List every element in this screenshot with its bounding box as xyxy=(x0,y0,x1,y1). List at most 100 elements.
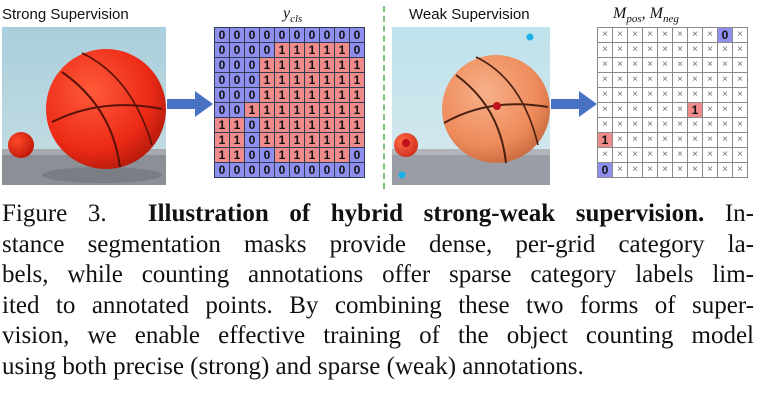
caption-line-4: ited to annotated points. By combining t… xyxy=(2,291,754,319)
caption-line-3: bels, while counting annotations offer s… xyxy=(2,261,754,288)
ycls-grid-cell: 0 xyxy=(335,28,350,43)
mask-grid-cell: × xyxy=(628,43,643,58)
ycls-grid-cell: 1 xyxy=(320,103,335,118)
mask-grid-cell: × xyxy=(628,163,643,178)
caption-line-1: Figure 3. Illustration of hybrid strong-… xyxy=(2,199,754,230)
mask-grid-cell: × xyxy=(613,28,628,43)
ycls-grid-cell: 0 xyxy=(290,163,305,178)
ycls-grid-cell: 1 xyxy=(305,58,320,73)
ycls-grid-cell: 0 xyxy=(275,28,290,43)
ycls-grid-cell: 1 xyxy=(275,118,290,133)
mask-grid-cell: × xyxy=(733,73,748,88)
ycls-grid-cell: 0 xyxy=(245,163,260,178)
ycls-grid-cell: 0 xyxy=(230,88,245,103)
weak-basketball-photo xyxy=(392,27,550,185)
arrow-shape xyxy=(167,91,213,117)
ycls-grid-cell: 0 xyxy=(230,43,245,58)
ycls-grid-cell: 0 xyxy=(275,163,290,178)
mask-grid-cell: × xyxy=(628,118,643,133)
ycls-grid-cell: 0 xyxy=(215,103,230,118)
ycls-grid-cell: 1 xyxy=(350,58,365,73)
ycls-grid-cell: 1 xyxy=(305,118,320,133)
mask-grid-cell: × xyxy=(703,28,718,43)
ycls-grid-cell: 1 xyxy=(350,103,365,118)
ycls-grid-cell: 0 xyxy=(230,28,245,43)
mask-grid-cell: × xyxy=(613,73,628,88)
ycls-grid-cell: 1 xyxy=(320,43,335,58)
figure-label: Figure 3. xyxy=(2,200,107,227)
mask-grid-cell: × xyxy=(658,28,673,43)
mask-grid-cell: × xyxy=(628,103,643,118)
mask-grid-cell: × xyxy=(688,73,703,88)
mask-grid-cell: × xyxy=(658,163,673,178)
ycls-grid-cell: 1 xyxy=(260,133,275,148)
ycls-grid-cell: 1 xyxy=(275,103,290,118)
ycls-grid-cell: 0 xyxy=(260,43,275,58)
ycls-symbol: y xyxy=(283,5,291,22)
ycls-grid-cell: 1 xyxy=(350,118,365,133)
ycls-grid-cell: 1 xyxy=(245,103,260,118)
ycls-grid-cell: 1 xyxy=(215,118,230,133)
mask-grid-cell: × xyxy=(613,133,628,148)
mask-grid-cell: × xyxy=(703,58,718,73)
mask-grid-cell: × xyxy=(718,118,733,133)
ycls-grid-cell: 1 xyxy=(275,88,290,103)
mask-grid-cell: × xyxy=(658,133,673,148)
ycls-grid-cell: 1 xyxy=(335,58,350,73)
mask-grid-cell: × xyxy=(673,118,688,133)
ycls-grid-cell: 0 xyxy=(245,88,260,103)
ycls-grid-cell: 0 xyxy=(350,163,365,178)
mask-grid-cell: × xyxy=(598,118,613,133)
ycls-grid-cell: 1 xyxy=(335,73,350,88)
arrow-right-icon-2 xyxy=(551,91,597,117)
mask-grid-cell: × xyxy=(703,148,718,163)
mask-grid-cell: × xyxy=(673,58,688,73)
ycls-grid-cell: 1 xyxy=(275,58,290,73)
ycls-grid-cell: 1 xyxy=(305,103,320,118)
mask-grid-cell: × xyxy=(703,118,718,133)
mask-grid-cell: × xyxy=(628,88,643,103)
mask-grid-cell: × xyxy=(598,58,613,73)
strong-basketball-photo xyxy=(2,27,166,185)
ycls-grid-cell: 1 xyxy=(260,118,275,133)
weak-supervision-title: Weak Supervision xyxy=(409,6,530,23)
ycls-grid-cell: 1 xyxy=(275,73,290,88)
ycls-grid-cell: 1 xyxy=(320,58,335,73)
mask-grid-cell: × xyxy=(733,43,748,58)
mask-grid-cell: × xyxy=(658,73,673,88)
mask-grid-cell: × xyxy=(613,88,628,103)
ycls-grid-cell: 1 xyxy=(350,88,365,103)
ycls-grid-cell: 1 xyxy=(230,133,245,148)
caption-bold-title: Illustration of hybrid strong-weak super… xyxy=(147,200,705,227)
mask-grid-cell: × xyxy=(703,103,718,118)
ycls-grid-cell: 1 xyxy=(305,88,320,103)
mask-grid-cell: × xyxy=(673,88,688,103)
ycls-grid-cell: 1 xyxy=(320,133,335,148)
mask-grid-cell: × xyxy=(598,73,613,88)
mpos-symbol: M xyxy=(613,5,627,22)
ycls-grid-cell: 1 xyxy=(290,148,305,163)
mask-grid-cell: × xyxy=(733,28,748,43)
ycls-grid-cell: 1 xyxy=(350,133,365,148)
mask-grid-cell: × xyxy=(718,58,733,73)
mask-grid-cell: × xyxy=(718,73,733,88)
mask-label-grid: ××××××××0×××××××××××××××××××××××××××××××… xyxy=(597,27,748,178)
ycls-grid-cell: 1 xyxy=(260,103,275,118)
mask-grid-cell: × xyxy=(733,58,748,73)
ycls-grid-cell: 0 xyxy=(245,28,260,43)
ycls-subscript: cls xyxy=(290,13,303,26)
ycls-grid-cell: 0 xyxy=(215,88,230,103)
ycls-grid-cell: 0 xyxy=(215,28,230,43)
figure-caption: Figure 3. Illustration of hybrid strong-… xyxy=(2,199,754,382)
mask-grid-cell: × xyxy=(673,43,688,58)
red-point-large-ball xyxy=(493,102,501,110)
ycls-grid-cell: 0 xyxy=(350,148,365,163)
caption-line-2: stance segmentation masks provide dense,… xyxy=(2,230,754,258)
ycls-grid-cell: 0 xyxy=(320,163,335,178)
mask-grid-cell: × xyxy=(673,103,688,118)
mask-grid-cell: × xyxy=(718,163,733,178)
ycls-grid-cell: 1 xyxy=(320,88,335,103)
ycls-grid-cell: 0 xyxy=(245,58,260,73)
mask-grid-cell: × xyxy=(688,163,703,178)
ycls-grid-cell: 0 xyxy=(260,163,275,178)
